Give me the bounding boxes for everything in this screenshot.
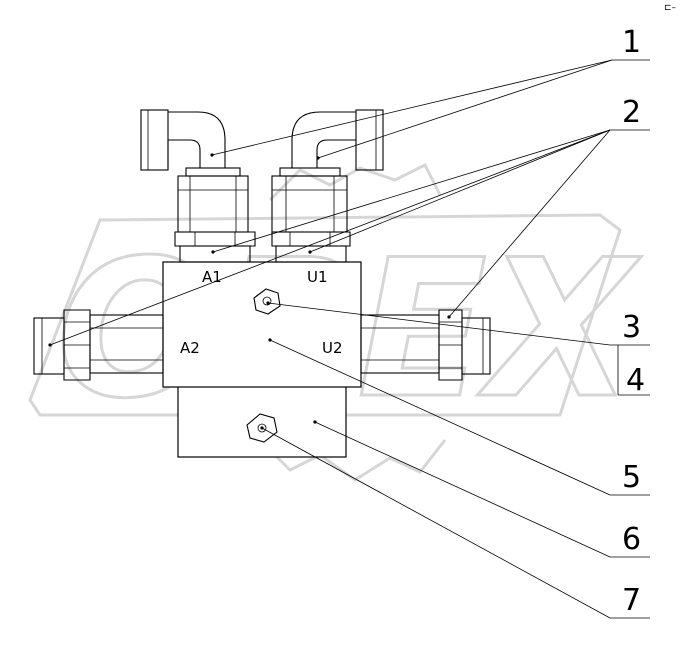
leader-dots (48, 153, 451, 430)
corner-mark: ⊏– (664, 3, 677, 13)
leader-lines (49, 59, 650, 619)
port-label-u2: U2 (322, 339, 343, 357)
bolt-upper (253, 288, 281, 315)
left-fitting (33, 309, 164, 381)
lower-block (177, 384, 347, 458)
top-left-fitting (140, 109, 256, 263)
bolt-lower (246, 413, 278, 443)
callout-3: 3 (622, 310, 641, 345)
port-label-a2: A2 (180, 339, 200, 357)
port-label-a1: A1 (202, 268, 222, 286)
callout-2: 2 (622, 95, 641, 130)
right-fitting (360, 309, 491, 381)
callout-1: 1 (622, 25, 641, 60)
top-right-fitting (271, 109, 384, 263)
callout-6: 6 (622, 522, 641, 557)
port-label-u1: U1 (307, 268, 328, 286)
callout-5: 5 (622, 460, 641, 495)
callout-7: 7 (622, 583, 641, 618)
callout-4: 4 (626, 363, 645, 398)
